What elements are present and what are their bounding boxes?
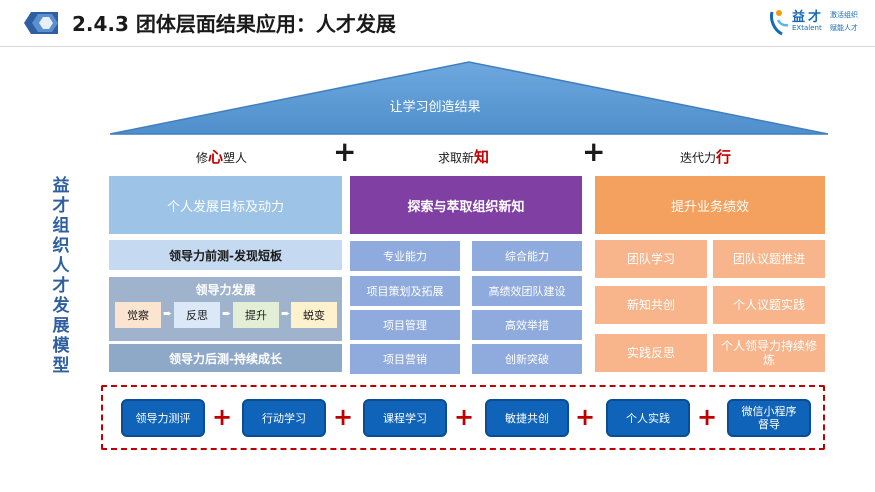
page-title: 2.4.3 团体层面结果应用：人才发展	[72, 12, 396, 36]
col2-cell: 高绩效团队建设	[472, 276, 582, 306]
col2-cell: 专业能力	[350, 241, 460, 271]
col2-cell: 项目策划及拓展	[350, 276, 460, 306]
col3-cell: 新知共创	[595, 286, 707, 324]
col2-header: 探索与萃取组织新知	[350, 176, 582, 234]
col2-cell: 创新突破	[472, 344, 582, 374]
col3-header: 提升业务绩效	[595, 176, 825, 234]
col2-cell: 项目营销	[350, 344, 460, 374]
col2-cell: 项目管理	[350, 310, 460, 340]
methods-frame	[101, 385, 825, 450]
col3-cell: 团队议题推进	[713, 240, 825, 278]
pillar-label-3: 迭代力行	[680, 146, 731, 167]
step-improve: 提升	[233, 302, 279, 328]
plus-red-icon: +	[575, 403, 596, 431]
plus-icon: +	[582, 135, 606, 168]
col3-cell: 个人议题实践	[713, 286, 825, 324]
arrow-right-icon: ➨	[222, 307, 232, 320]
logo-mark-icon	[770, 10, 789, 36]
logo-slogan-1: 激活组织	[830, 11, 858, 19]
plus-red-icon: +	[333, 403, 354, 431]
method-pill: 敏捷共创	[485, 399, 569, 437]
plus-icon: +	[333, 135, 357, 168]
header-divider	[0, 46, 875, 47]
pillar-3-pre: 迭代力	[680, 151, 717, 165]
col2-cell: 高效举措	[472, 310, 582, 340]
pillar-1-highlight: 心	[208, 148, 224, 166]
plus-red-icon: +	[697, 403, 718, 431]
pillar-1-post: 塑人	[223, 151, 248, 165]
logo-cn-text: 益才	[792, 10, 825, 25]
method-pill: 个人实践	[606, 399, 690, 437]
plus-red-icon: +	[454, 403, 475, 431]
col3-cell: 个人领导力持续修炼	[713, 334, 825, 372]
plus-red-icon: +	[212, 403, 233, 431]
method-pill: 领导力测评	[121, 399, 205, 437]
method-pill: 行动学习	[242, 399, 326, 437]
logo-slogan-2: 赋能人才	[830, 24, 858, 32]
pillar-2-pre: 求取新	[438, 151, 475, 165]
pillar-label-1: 修心塑人	[196, 146, 247, 167]
pillar-1-pre: 修	[196, 151, 209, 165]
pillar-label-2: 求取新知	[438, 146, 489, 167]
arrow-right-icon: ➨	[281, 307, 291, 320]
logo-en-text: EXtalent	[792, 24, 822, 32]
col3-cell: 实践反思	[595, 334, 707, 372]
method-pill: 微信小程序督导	[727, 399, 811, 437]
brand-logo: 益才 EXtalent 激活组织 赋能人才	[768, 6, 868, 40]
col2-cell: 综合能力	[472, 241, 582, 271]
col1-dev-title: 领导力发展	[195, 283, 256, 297]
col1-pretest: 领导力前测-发现短板	[109, 240, 342, 270]
col1-posttest: 领导力后测-持续成长	[109, 344, 342, 372]
hexagon-arrow-icon	[24, 12, 58, 34]
vertical-model-title: 益才组织人才发展模型	[52, 176, 70, 376]
pillar-3-highlight: 行	[716, 148, 732, 166]
roof-caption: 让学习创造结果	[389, 100, 481, 115]
roof-triangle	[110, 61, 828, 135]
method-pill: 课程学习	[363, 399, 447, 437]
col1-header: 个人发展目标及动力	[109, 176, 342, 234]
pillar-2-highlight: 知	[474, 148, 490, 166]
step-reflect: 反思	[174, 302, 220, 328]
step-transform: 蜕变	[291, 302, 337, 328]
col3-cell: 团队学习	[595, 240, 707, 278]
arrow-right-icon: ➨	[163, 307, 173, 320]
step-awareness: 觉察	[115, 302, 161, 328]
